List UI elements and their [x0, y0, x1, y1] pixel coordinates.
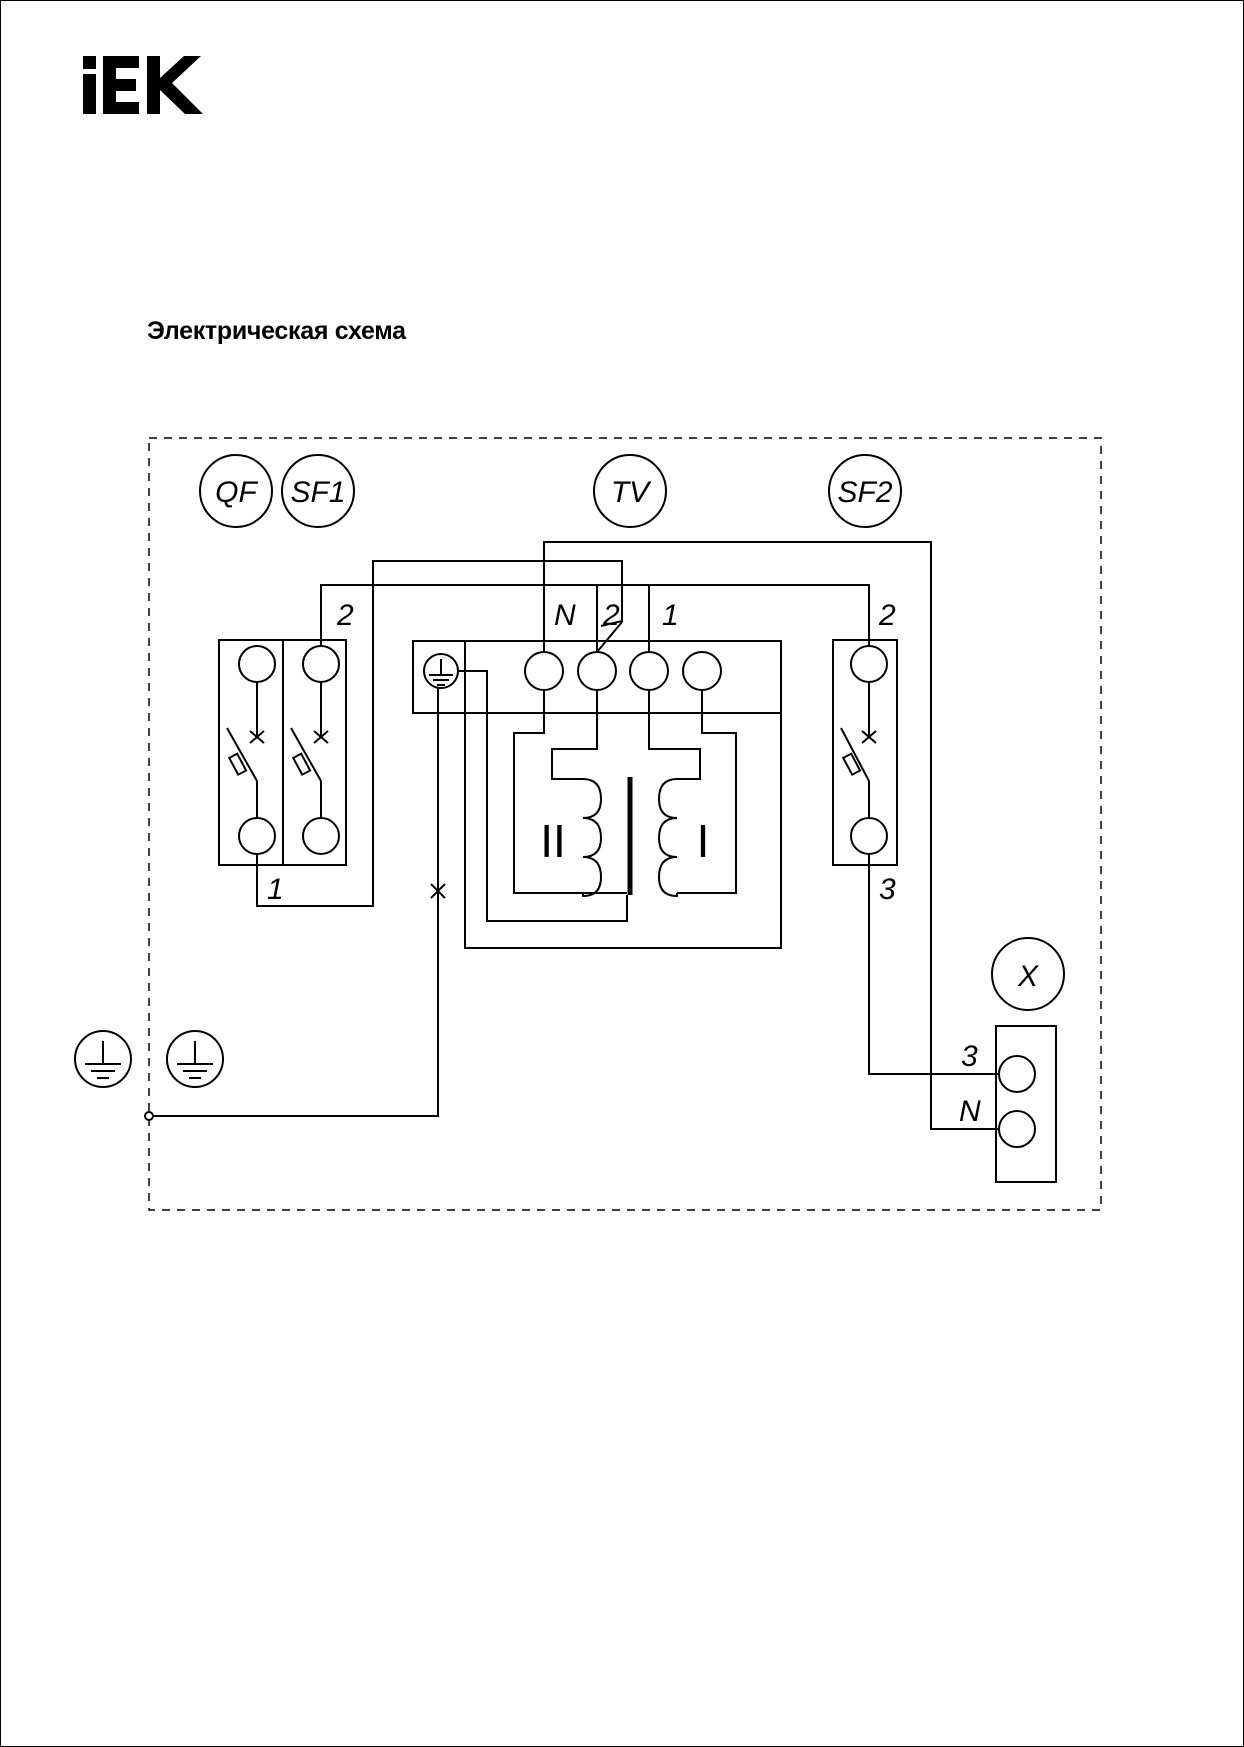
svg-text:2: 2 [602, 599, 620, 632]
wiring [144, 541, 999, 1130]
x-terminal-block [995, 1025, 1057, 1183]
svg-text:SF2: SF2 [837, 476, 892, 509]
svg-text:2: 2 [336, 599, 354, 632]
svg-text:II: II [540, 815, 566, 867]
page-title: Электрическая схема [147, 317, 406, 345]
sf2-breaker [832, 639, 898, 866]
designator-sf2: SF2 [828, 454, 902, 528]
designator-x: X [991, 937, 1065, 1011]
designator-tv: TV [593, 454, 667, 528]
qf-sf1-breaker-block [218, 639, 347, 866]
ground-icon [74, 1030, 132, 1088]
svg-text:N: N [959, 1095, 981, 1128]
svg-text:QF: QF [215, 476, 258, 509]
svg-text:N: N [554, 599, 576, 632]
iek-logo [83, 56, 203, 114]
svg-text:TV: TV [611, 476, 652, 509]
svg-text:3: 3 [879, 873, 896, 906]
svg-text:1: 1 [662, 599, 679, 632]
tv-transformer: II I [513, 690, 737, 898]
enclosure-boundary [148, 437, 1102, 1211]
designator-qf: QF [199, 454, 273, 528]
svg-text:SF1: SF1 [290, 476, 345, 509]
svg-text:3: 3 [961, 1040, 978, 1073]
svg-text:2: 2 [878, 599, 896, 632]
terminal-labels: 2 1 N 2 1 2 3 3 N [267, 599, 981, 1128]
svg-text:I: I [697, 815, 710, 867]
svg-text:X: X [1017, 960, 1039, 993]
ground-icon [166, 1030, 224, 1088]
svg-text:1: 1 [267, 873, 284, 906]
designator-sf1: SF1 [281, 454, 355, 528]
